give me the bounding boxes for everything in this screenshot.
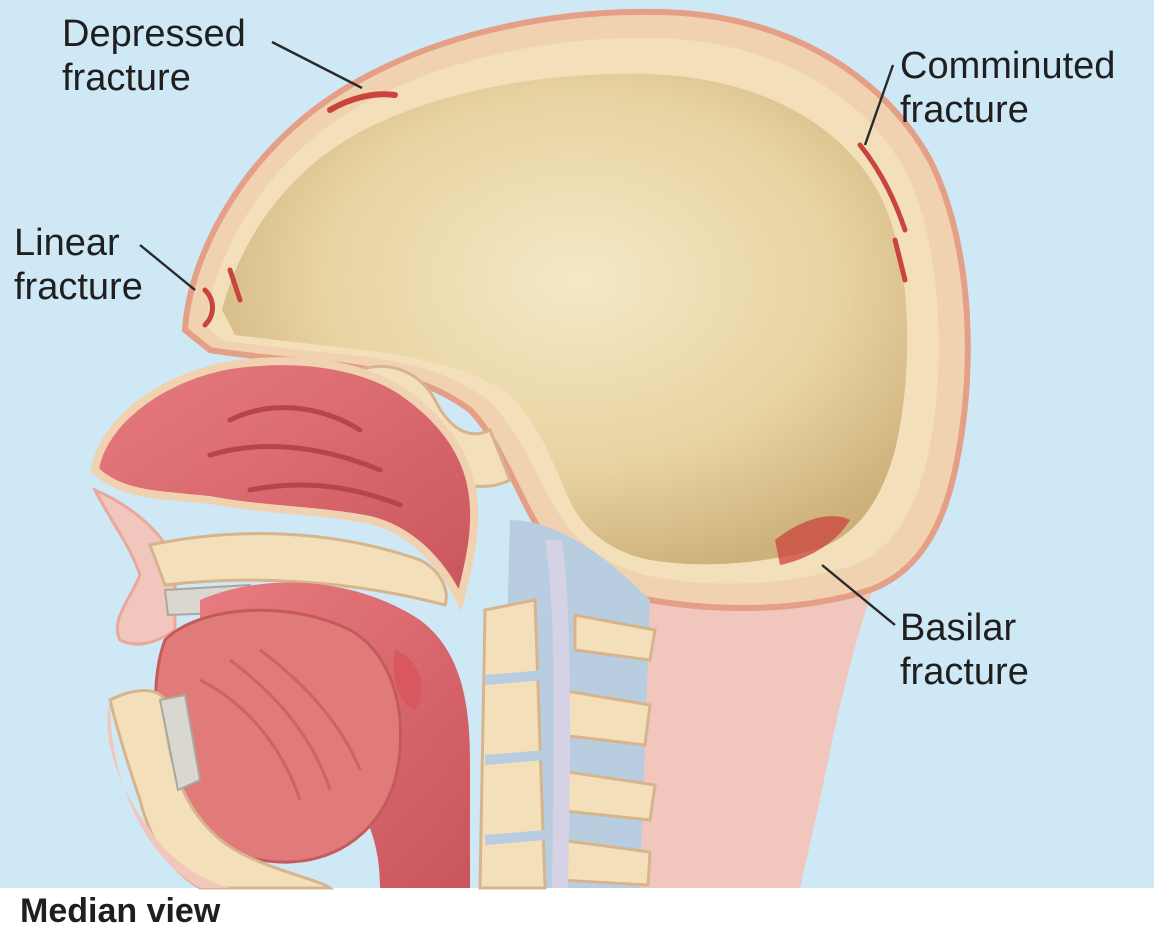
caption-median-view: Median view [20,892,221,930]
vertebral-bodies [480,600,545,888]
